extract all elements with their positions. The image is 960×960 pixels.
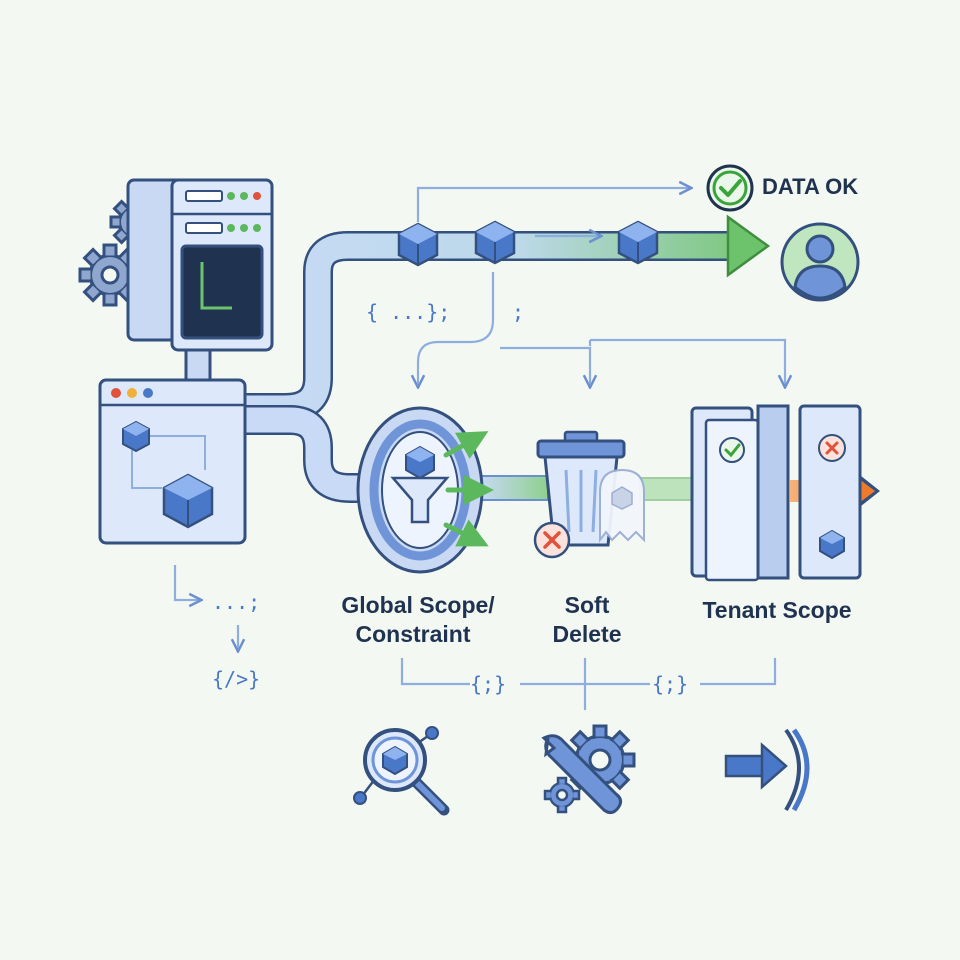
filter-funnel-icon	[356, 406, 494, 574]
ghost-record-icon	[599, 468, 645, 543]
stage-soft-delete-subtitle: Delete	[552, 621, 622, 647]
data-cubes-top	[397, 220, 659, 267]
user-avatar-icon	[780, 222, 860, 302]
check-circle-icon	[706, 164, 754, 212]
code-upper-block: { ...};	[366, 300, 451, 324]
wrench-gear-icon	[541, 724, 636, 815]
status-label: DATA OK	[762, 174, 859, 199]
exit-arrow-icon	[724, 728, 810, 812]
code-bottom-left: {;}	[470, 672, 507, 696]
server-terminal-icon	[126, 178, 274, 382]
stage-global-scope-subtitle: Constraint	[355, 621, 471, 647]
mid-pipe-1	[477, 475, 549, 501]
stage-tenant-scope-title: Tenant Scope	[702, 597, 852, 623]
code-ellipsis: ...;	[212, 590, 261, 614]
tenant-gate-icon	[690, 404, 862, 582]
code-jsx-tag: {/>}	[212, 667, 261, 691]
stage-soft-delete-title: Soft	[564, 592, 610, 618]
code-bottom-right: {;}	[652, 672, 689, 696]
connector-lines	[173, 188, 785, 710]
browser-window-icon	[98, 378, 247, 545]
code-upper-semicolon: ;	[512, 300, 525, 324]
magnifier-inspect-icon	[353, 726, 450, 816]
stage-global-scope-title: Global Scope/	[341, 592, 495, 618]
upper-pipe-arrowhead	[726, 214, 771, 278]
